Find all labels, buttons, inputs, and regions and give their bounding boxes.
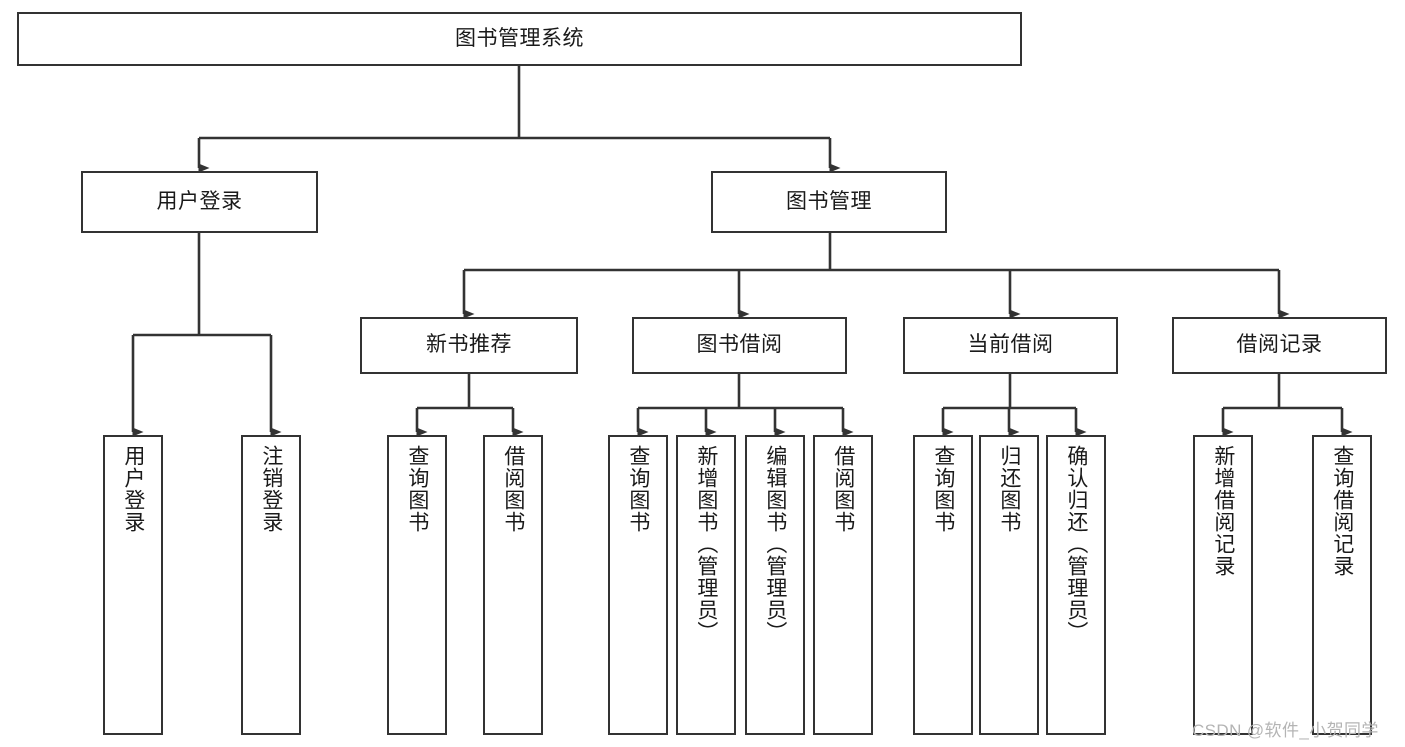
leaf-label: 编辑图书（管理员）: [763, 445, 787, 643]
leaf-label: 注销登录: [259, 445, 283, 533]
leaf-label: 借阅图书: [501, 445, 525, 533]
node-borrow-record[interactable]: 借阅记录: [1172, 317, 1387, 374]
leaf-user-login-signout[interactable]: 注销登录: [241, 435, 301, 735]
leaf-book-borrow-query[interactable]: 查询图书: [608, 435, 668, 735]
node-root[interactable]: 图书管理系统: [17, 12, 1022, 66]
node-book-management-label: 图书管理: [786, 189, 872, 213]
node-current-borrow[interactable]: 当前借阅: [903, 317, 1118, 374]
leaf-label: 新增图书（管理员）: [694, 445, 718, 643]
leaf-label: 查询图书: [931, 445, 955, 533]
leaf-book-borrow-add[interactable]: 新增图书（管理员）: [676, 435, 736, 735]
node-user-login-label: 用户登录: [156, 189, 243, 213]
node-new-book-recommend[interactable]: 新书推荐: [360, 317, 578, 374]
leaf-label: 查询借阅记录: [1330, 445, 1354, 577]
node-book-management[interactable]: 图书管理: [711, 171, 947, 233]
leaf-current-borrow-return[interactable]: 归还图书: [979, 435, 1039, 735]
leaf-borrow-record-add[interactable]: 新增借阅记录: [1193, 435, 1253, 735]
leaf-label: 查询图书: [405, 445, 429, 533]
node-book-borrow-label: 图书借阅: [696, 333, 783, 357]
leaf-label: 确认归还（管理员）: [1064, 445, 1088, 643]
leaf-label: 归还图书: [997, 445, 1021, 533]
leaf-label: 借阅图书: [831, 445, 855, 533]
node-borrow-record-label: 借阅记录: [1236, 333, 1323, 357]
node-current-borrow-label: 当前借阅: [967, 333, 1054, 357]
leaf-book-borrow-lend[interactable]: 借阅图书: [813, 435, 873, 735]
node-book-borrow[interactable]: 图书借阅: [632, 317, 847, 374]
leaf-label: 新增借阅记录: [1211, 445, 1235, 577]
csdn-watermark: CSDN @软件_小贺同学: [1192, 721, 1379, 740]
leaf-new-book-query[interactable]: 查询图书: [387, 435, 447, 735]
leaf-label: 用户登录: [121, 445, 145, 533]
leaf-borrow-record-query[interactable]: 查询借阅记录: [1312, 435, 1372, 735]
leaf-book-borrow-edit[interactable]: 编辑图书（管理员）: [745, 435, 805, 735]
leaf-new-book-borrow[interactable]: 借阅图书: [483, 435, 543, 735]
node-root-label: 图书管理系统: [455, 26, 584, 50]
leaf-current-borrow-query[interactable]: 查询图书: [913, 435, 973, 735]
leaf-user-login-signin[interactable]: 用户登录: [103, 435, 163, 735]
leaf-label: 查询图书: [626, 445, 650, 533]
node-user-login[interactable]: 用户登录: [81, 171, 318, 233]
leaf-current-borrow-confirm-return[interactable]: 确认归还（管理员）: [1046, 435, 1106, 735]
node-new-book-recommend-label: 新书推荐: [426, 333, 512, 357]
